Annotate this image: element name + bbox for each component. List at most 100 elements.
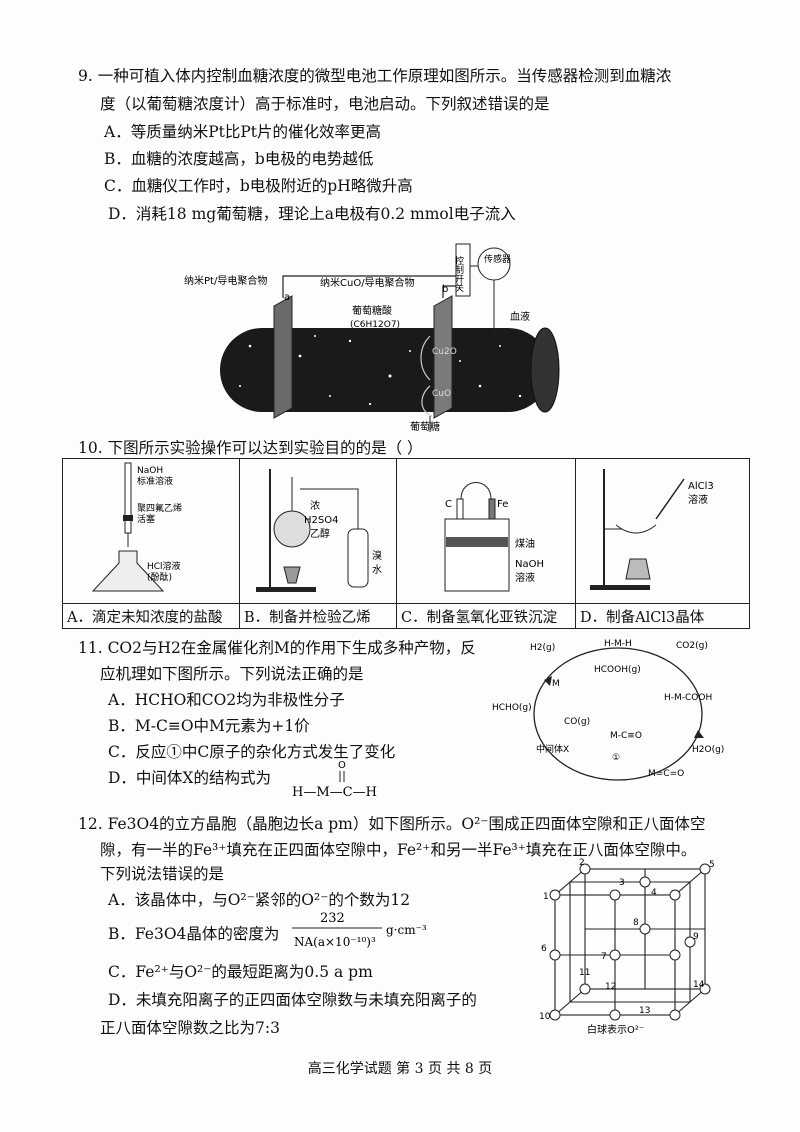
page-footer: 高三化学试题 第 3 页 共 8 页 <box>307 1061 493 1077</box>
q9-option-b: B．血糖的浓度越高，b电极的电势越低 <box>104 150 374 168</box>
node-3: 3 <box>619 878 625 888</box>
node-14: 14 <box>693 980 705 990</box>
label-iron: Fe <box>497 499 508 510</box>
label-solution-d: 溶液 <box>688 493 708 506</box>
q10-apparatus-table: NaOH 标准溶液 聚四氟乙烯 活塞 HCl溶液 (酚酞) 浓 H2SO4 乙醇 <box>62 458 750 629</box>
cycle-co2: CO2(g) <box>676 641 708 651</box>
label-standard-solution: 标准溶液 <box>137 475 173 487</box>
label-gluconic-formula: (C6H12O7) <box>350 320 400 330</box>
q9-battery-diagram: 纳米Pt/导电聚合物 a 纳米CuO/导电聚合物 b 葡萄糖酸 (C6H12O7… <box>180 236 580 432</box>
q11-option-a: A．HCHO和CO2均为非极性分子 <box>108 691 345 709</box>
label-b: b <box>442 284 448 295</box>
label-valve: 活塞 <box>137 513 155 525</box>
q12-option-d: D．未填充阳离子的正四面体空隙数与未填充阳离子的 <box>108 991 477 1009</box>
q9-stem-line1: 9. 一种可植入体内控制血糖浓度的微型电池工作原理如图所示。当传感器检测到血糖浓 <box>78 67 672 85</box>
q12-option-d-line2: 正八面体空隙数之比为7:3 <box>100 1019 280 1037</box>
label-right-electrode: 纳米CuO/导电聚合物 <box>320 276 415 289</box>
cycle-h2: H2(g) <box>530 643 555 653</box>
cycle-ring <box>533 647 703 781</box>
label-cu2o: Cu2O <box>432 347 457 357</box>
node-13: 13 <box>639 1006 650 1016</box>
q10-caption-d: D．制备AlCl3晶体 <box>575 603 750 629</box>
cycle-hmcooh: H-M-COOH <box>664 693 712 703</box>
label-bromine: 溴 <box>372 549 382 562</box>
label-ethanol: 乙醇 <box>310 527 330 540</box>
q11-mechanism-cycle: H2(g) H-M-H CO2(g) HCOOH(g) M H-M-COOH H… <box>488 630 728 790</box>
label-alcl3: AlCl3 <box>688 481 714 492</box>
label-hcl: HCl溶液 <box>147 560 181 572</box>
q12-option-b: B．Fe3O4晶体的密度为 <box>108 925 280 943</box>
node-2: 2 <box>579 858 585 868</box>
label-solution-c: 溶液 <box>515 571 535 584</box>
node-4: 4 <box>651 888 657 898</box>
cycle-hcooh: HCOOH(g) <box>594 665 641 675</box>
label-naoh: NaOH <box>137 466 163 476</box>
q11-option-d: D．中间体X的结构式为 <box>108 769 271 787</box>
node-1: 1 <box>543 892 549 902</box>
density-unit: g·cm⁻³ <box>386 923 427 937</box>
label-blood: 血液 <box>510 310 530 323</box>
q11-option-b: B．M-C≡O中M元素为+1价 <box>108 717 310 735</box>
q10-caption-b: B．制备并检验乙烯 <box>239 603 397 629</box>
q12-stem-line1: 12. Fe3O4的立方晶胞（晶胞边长a pm）如下图所示。O²⁻围成正四面体空… <box>78 815 706 833</box>
node-7: 7 <box>601 952 607 962</box>
q12-option-c: C．Fe²⁺与O²⁻的最短距离为0.5 a pm <box>108 963 373 981</box>
cycle-m: M <box>552 679 560 689</box>
q9-option-d: D．消耗18 mg葡萄糖，理论上a电极有0.2 mmol电子流入 <box>108 205 516 223</box>
label-gluconic-acid: 葡萄糖酸 <box>352 304 392 317</box>
q12-unit-cell-diagram: 1 2 3 4 5 6 7 8 9 10 11 12 13 14 白球表示O²⁻ <box>535 855 715 1035</box>
q12-option-a: A．该晶体中，与O²⁻紧邻的O²⁻的个数为12 <box>108 891 411 909</box>
density-denominator: NA(a×10⁻¹⁰)³ <box>294 935 376 949</box>
q9-option-c: C．血糖仪工作时，b电极附近的pH略微升高 <box>104 177 413 195</box>
node-11: 11 <box>579 968 590 978</box>
density-numerator: 232 <box>320 911 345 926</box>
label-water: 水 <box>372 564 382 576</box>
cycle-intermediate-x: 中间体X <box>536 743 569 755</box>
q10-panel-c: C Fe 煤油 NaOH 溶液 <box>396 458 576 604</box>
q10-panel-d: AlCl3 溶液 <box>575 458 750 604</box>
cycle-hmh: H-M-H <box>604 639 632 649</box>
struct-main: H—M—C—H <box>292 785 377 800</box>
label-conc: 浓 <box>310 500 320 512</box>
q12-stem-line2: 隙，有一半的Fe³⁺填充在正四面体空隙中，Fe²⁺和另一半Fe³⁺填充在正八面体… <box>100 841 697 859</box>
label-glucose: 葡萄糖 <box>410 420 440 432</box>
node-6: 6 <box>541 944 547 954</box>
q12-figure-caption: 白球表示O²⁻ <box>587 1023 644 1035</box>
label-kerosene: 煤油 <box>515 537 535 550</box>
label-sensor: 传感器 <box>484 253 511 265</box>
test-tube <box>347 528 369 588</box>
conical-flask <box>91 550 165 592</box>
q10-caption-c: C．制备氢氧化亚铁沉淀 <box>396 603 576 629</box>
beaker <box>444 518 510 592</box>
q9-stem-line2: 度（以葡萄糖浓度计）高于标准时，电池启动。下列叙述错误的是 <box>100 95 550 113</box>
electrode-a <box>273 295 293 419</box>
node-12: 12 <box>605 982 616 992</box>
cycle-step-1: ① <box>612 753 620 763</box>
node-9: 9 <box>693 932 699 942</box>
q9-option-a: A．等质量纳米Pt比Pt片的催化效率更高 <box>104 123 382 141</box>
label-switch: 控制开关 <box>453 255 464 293</box>
blood-vessel <box>220 328 550 412</box>
label-cuo: CuO <box>432 389 451 399</box>
control-switch-box <box>455 243 471 297</box>
label-left-electrode: 纳米Pt/导电聚合物 <box>184 274 267 287</box>
alcohol-lamp <box>625 558 651 580</box>
node-10: 10 <box>539 1012 551 1022</box>
cycle-mco: M-C≡O <box>610 731 642 741</box>
q10-stem: 10. 下图所示实验操作可以达到实验目的的是（ ） <box>78 439 423 457</box>
label-a: a <box>284 292 290 303</box>
label-ptfe: 聚四氟乙烯 <box>137 502 182 514</box>
label-phenolphthalein: (酚酞) <box>147 571 172 583</box>
node-5: 5 <box>709 860 715 870</box>
cycle-hcho: HCHO(g) <box>492 703 532 713</box>
cycle-co: CO(g) <box>564 717 590 727</box>
q10-caption-a: A．滴定未知浓度的盐酸 <box>62 603 240 629</box>
cycle-h2o: H2O(g) <box>692 745 724 755</box>
evaporating-dish <box>615 524 657 534</box>
struct-o: O <box>338 760 346 771</box>
q10-panel-a: NaOH 标准溶液 聚四氟乙烯 活塞 HCl溶液 (酚酞) <box>62 458 240 604</box>
electrode-b <box>433 295 453 419</box>
q11-intermediate-x-structure: O H—M—C—H <box>290 756 400 806</box>
cycle-mceo: M=C=O <box>648 769 684 779</box>
q12-density-formula: 232 NA(a×10⁻¹⁰)³ g·cm⁻³ <box>290 908 450 954</box>
